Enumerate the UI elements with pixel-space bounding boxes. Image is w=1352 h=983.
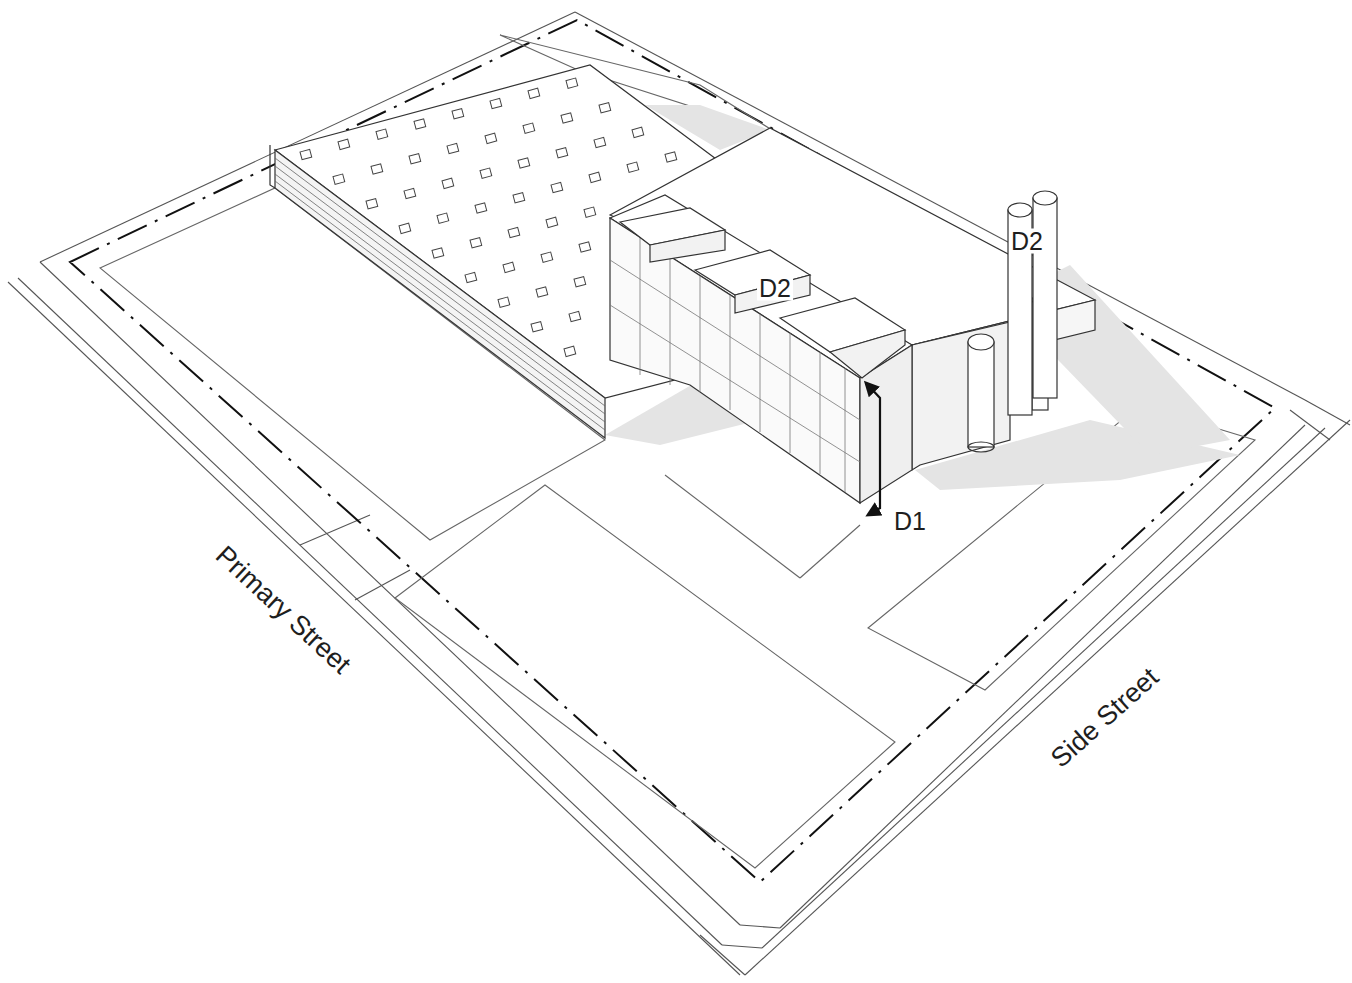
parking-stall: [399, 223, 411, 233]
property-line: [70, 20, 1275, 882]
parking-stall: [470, 238, 482, 248]
parking-stall: [498, 297, 510, 307]
parking-stall: [442, 178, 454, 188]
parking-stall: [432, 248, 444, 258]
dimension-label: D1: [892, 509, 928, 534]
parking-stall: [447, 143, 459, 153]
parking-stall: [376, 129, 388, 139]
parking-stall: [627, 162, 639, 172]
parking-stall: [465, 272, 477, 282]
parking-stall: [665, 152, 677, 162]
parking-stall: [404, 188, 416, 198]
parking-stall: [409, 154, 421, 164]
office-block: [610, 195, 912, 503]
parking-stall: [569, 311, 581, 321]
sidewalks: [8, 12, 1350, 975]
parking-stall: [551, 182, 563, 192]
parking-stall: [503, 262, 515, 272]
parking-stall: [632, 127, 644, 137]
parking-stall: [528, 88, 540, 98]
parking-stall: [566, 78, 578, 88]
parking-islands: [100, 35, 1255, 868]
parking-stall: [546, 217, 558, 227]
parking-stall: [561, 113, 573, 123]
dimension-label: D2: [757, 276, 793, 301]
parking-stall: [490, 98, 502, 108]
street-label: Side Street: [1046, 663, 1163, 772]
parking-stall: [523, 123, 535, 133]
exhaust-stacks: [968, 191, 1057, 452]
dimension-label: D2: [1009, 229, 1045, 254]
parking-stall: [556, 148, 568, 158]
parking-stall: [485, 133, 497, 143]
parking-stall: [452, 109, 464, 119]
parking-stall: [475, 203, 487, 213]
parking-stall: [594, 137, 606, 147]
parking-stall: [300, 149, 312, 159]
parking-stall: [564, 346, 576, 356]
height-dimension: [866, 383, 880, 515]
parking-stall: [541, 252, 553, 262]
parking-stall: [371, 164, 383, 174]
parking-stall: [599, 103, 611, 113]
parking-stall: [574, 277, 586, 287]
parking-stall: [338, 139, 350, 149]
parking-stall: [414, 119, 426, 129]
parking-stall: [437, 213, 449, 223]
street-label: Primary Street: [211, 541, 356, 678]
parking-stall: [333, 174, 345, 184]
parking-stall: [366, 199, 378, 209]
parking-stall: [508, 227, 520, 237]
parking-stall: [531, 322, 543, 332]
parking-stall: [579, 242, 591, 252]
parking-stall: [518, 158, 530, 168]
parking-stall: [584, 207, 596, 217]
parking-stall: [536, 287, 548, 297]
parking-stall: [589, 172, 601, 182]
parking-stall: [513, 193, 525, 203]
parking-stall: [480, 168, 492, 178]
